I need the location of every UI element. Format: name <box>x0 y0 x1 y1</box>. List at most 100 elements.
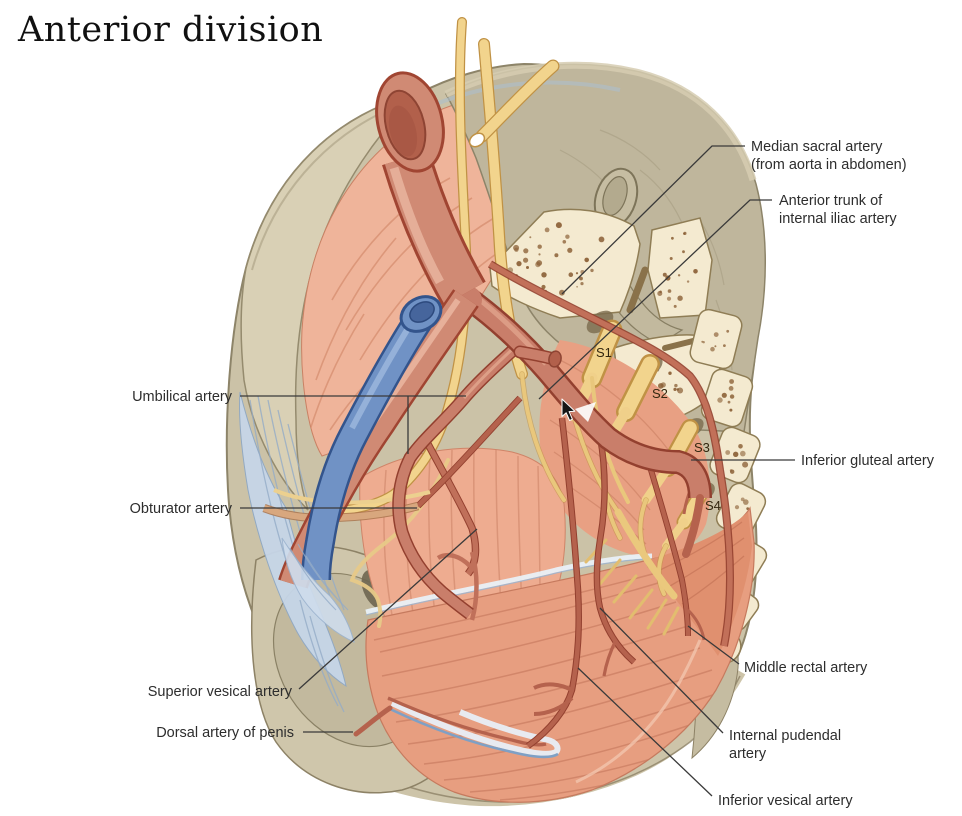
leader-internal-pudendal <box>599 607 724 734</box>
annotations: Umbilical artery Obturator artery Superi… <box>130 139 935 809</box>
bone-speckle <box>667 289 672 293</box>
bone-speckle <box>565 234 570 239</box>
external-iliac-vessels <box>278 289 479 589</box>
pubic-fascia-band <box>390 700 561 757</box>
label-superior-vesical-artery: Superior vesical artery <box>148 684 293 700</box>
external-iliac-vein <box>303 311 431 581</box>
internal-pudendal-artery <box>594 435 636 664</box>
bone-speckle <box>717 397 723 403</box>
bone-speckle <box>743 499 749 505</box>
coccygeus-striations <box>659 521 745 605</box>
bone-speckle <box>575 272 579 275</box>
bone-speckle <box>523 248 529 254</box>
label-middle-rectal-artery: Middle rectal artery <box>744 660 868 676</box>
leader-anterior-trunk <box>538 199 772 400</box>
bone-speckle <box>740 450 746 457</box>
bone-speckle <box>567 247 573 253</box>
bone-speckle <box>584 257 589 263</box>
label-s3-nerve: S3 <box>694 440 710 455</box>
bone-speckle <box>538 253 541 256</box>
median-sacral-artery <box>488 261 733 647</box>
cursor-glare <box>575 402 596 422</box>
external-iliac-vein-highlight <box>349 320 415 430</box>
leader-median-sacral <box>561 145 745 295</box>
page-title: Anterior division <box>18 10 324 50</box>
sacral-segment-1 <box>689 308 743 370</box>
pubic-vessels <box>353 696 561 759</box>
leader-middle-rectal <box>687 625 740 665</box>
bone-speckle <box>662 272 667 277</box>
bone-speckle <box>728 386 734 391</box>
arcus-tendineus-line <box>365 558 653 616</box>
bone-speckle <box>554 253 559 258</box>
label-internal-pudendal-line2: artery <box>729 746 767 762</box>
bone-speckle <box>729 379 734 384</box>
label-s4-nerve: S4 <box>705 498 721 513</box>
mouse-cursor[interactable] <box>561 398 596 422</box>
bone-speckle <box>590 268 594 273</box>
label-median-sacral-line1: Median sacral artery <box>751 139 883 155</box>
visceral-branches <box>424 417 706 749</box>
bone-speckle <box>562 240 567 244</box>
bone-speckle <box>682 250 685 254</box>
bone-speckle <box>733 451 739 457</box>
label-anterior-trunk-line1: Anterior trunk of <box>779 193 883 209</box>
bone-speckle <box>677 295 683 301</box>
bone-speckle <box>676 388 679 391</box>
artery-stump-shadow <box>388 105 418 157</box>
bone-speckle <box>727 400 731 404</box>
bone-speckle <box>536 260 543 266</box>
leader-umbilical <box>240 395 466 454</box>
s2-root <box>618 356 658 420</box>
bone-speckle <box>683 232 686 235</box>
common-iliac-highlight <box>389 166 444 285</box>
obturator-artery-origin <box>416 396 522 508</box>
obturator-nerve <box>326 18 471 516</box>
bone-speckle <box>725 450 731 455</box>
plexus-fray <box>584 538 680 636</box>
inferior-gluteal-artery <box>682 494 704 558</box>
superior-vesical-hook <box>436 551 479 621</box>
bone-speckle <box>702 341 705 344</box>
bone-speckle <box>714 345 717 348</box>
label-s1-nerve: S1 <box>596 345 612 360</box>
bone-speckle <box>729 469 733 472</box>
label-internal-pudendal-line1: Internal pudendal <box>729 728 841 744</box>
bone-speckle <box>537 244 542 249</box>
nerve-to-foramen <box>349 458 450 628</box>
bone-speckle <box>660 382 666 388</box>
label-umbilical-artery: Umbilical artery <box>132 389 233 405</box>
bone-speckle <box>555 222 562 229</box>
bone-speckle <box>710 346 715 352</box>
label-anterior-trunk-line2: internal iliac artery <box>779 211 897 227</box>
bone-speckle <box>677 274 681 277</box>
wing-rim-highlight <box>444 61 757 182</box>
bone-speckle <box>598 236 605 243</box>
bone-speckle <box>738 444 743 449</box>
bone-speckle <box>673 304 677 308</box>
vertebral-body-s1 <box>489 208 641 319</box>
bone-speckle <box>666 296 672 301</box>
s1-root <box>584 322 620 386</box>
disc-sliver-1 <box>626 266 649 314</box>
cut-nerve-lumen <box>468 132 486 148</box>
bone-speckle <box>742 461 749 468</box>
sciatic-bundle <box>614 508 678 600</box>
disc-sliver-2 <box>662 337 700 351</box>
bone-speckle <box>734 505 740 510</box>
label-obturator-artery: Obturator artery <box>130 501 233 517</box>
bone-speckle <box>693 269 698 274</box>
bone-speckle <box>523 257 529 263</box>
bone-speckle <box>657 291 663 296</box>
bone-speckle <box>529 236 532 239</box>
deep-dorsal-vein <box>389 707 559 759</box>
bone-speckle <box>516 261 522 267</box>
inguinal-ligament-patch <box>281 537 355 643</box>
bone-speckle <box>729 394 735 399</box>
arcus-tendineus-band <box>365 553 653 615</box>
cut-nerve-branch <box>476 60 559 142</box>
bone-speckle <box>559 289 565 296</box>
main-arteries <box>375 71 712 558</box>
